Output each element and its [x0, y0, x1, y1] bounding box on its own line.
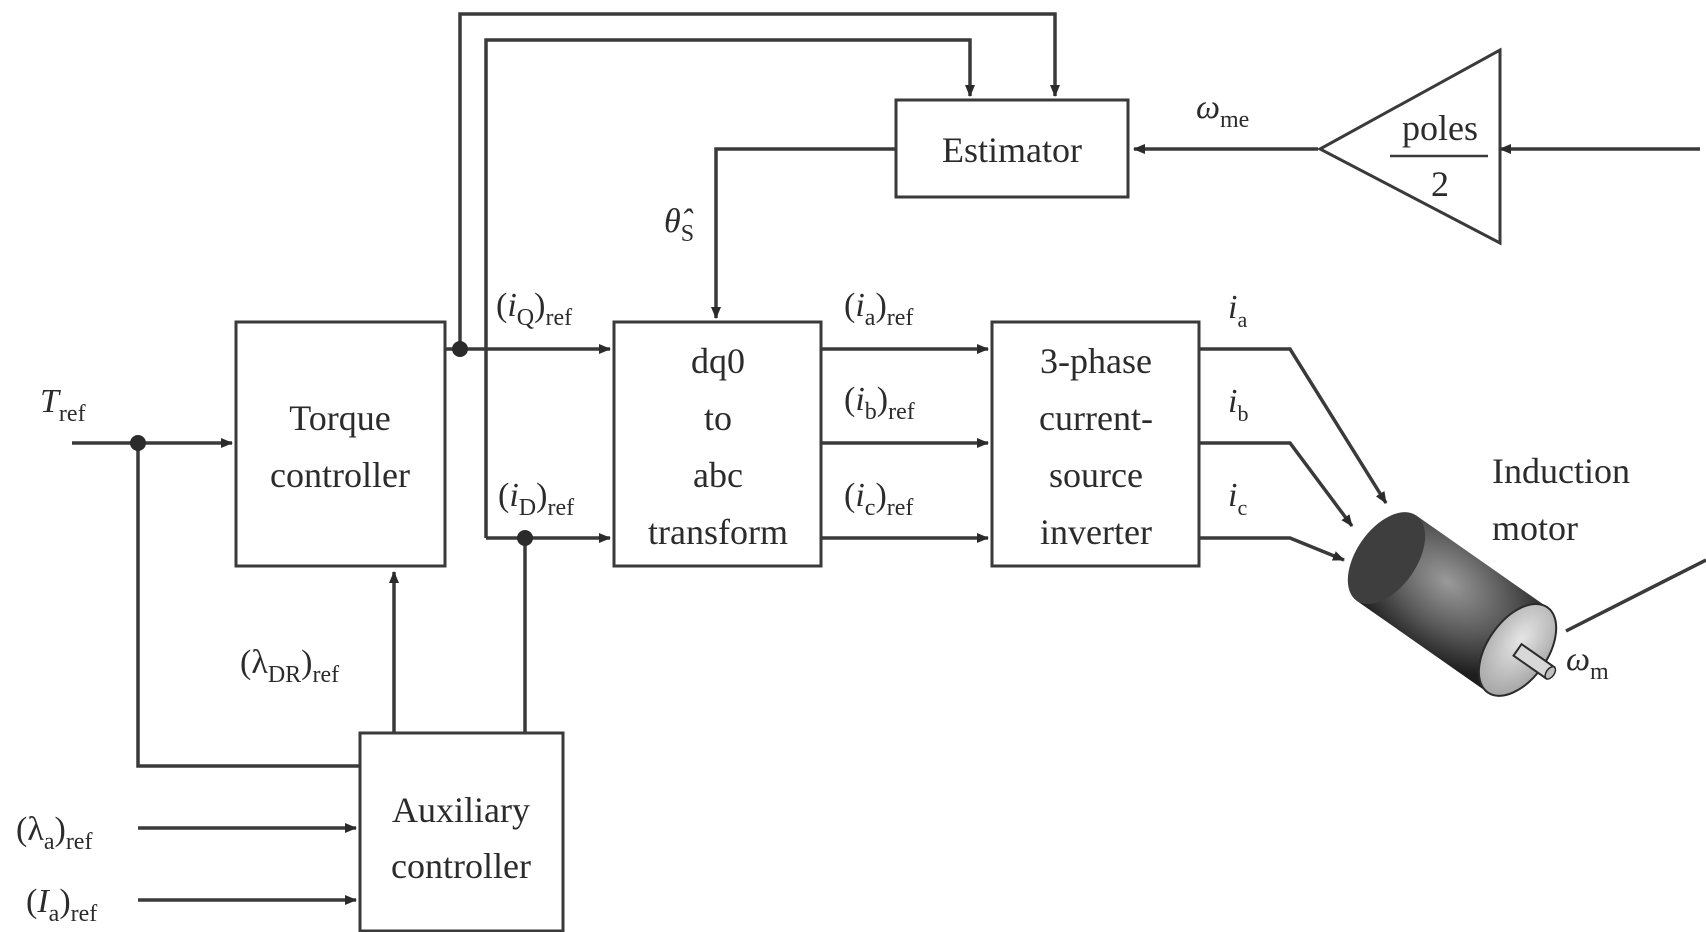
transform-label-3: abc	[693, 455, 743, 495]
ib-output-wire	[1200, 441, 1354, 528]
ia-cap-ref-label: (Ia)ref	[26, 883, 97, 927]
ia-ref-sub1: a	[865, 305, 876, 331]
estimator-box	[894, 98, 1130, 199]
auxiliary-controller-block: Auxiliary controller	[358, 731, 565, 932]
gain-triangle	[1316, 47, 1502, 246]
id-ref-label: (iD)ref	[498, 477, 574, 521]
induction-motor: Induction motor	[1347, 451, 1630, 697]
theta-s-sub: S	[681, 221, 694, 247]
id-sym: i	[509, 477, 518, 514]
gain-numerator: poles	[1402, 108, 1478, 148]
theta-s-wire	[711, 147, 896, 319]
iq-sub1: Q	[517, 305, 534, 331]
ic-out-base: i	[1228, 477, 1237, 514]
ia-out-sub: a	[1237, 307, 1247, 332]
ic-output-wire	[1200, 536, 1345, 562]
omega-m-feedback-diag-wire	[1565, 558, 1706, 633]
torque-controller-box	[234, 320, 447, 568]
auxiliary-controller-box	[358, 731, 565, 932]
iq-to-estimator-wire	[458, 12, 1060, 349]
tref-base: T	[40, 383, 61, 420]
omega-me-label: ωme	[1196, 89, 1249, 133]
torque-controller-block: Torque controller	[234, 320, 447, 568]
ib-out-sub: b	[1237, 401, 1248, 426]
transform-label-2: to	[704, 398, 732, 438]
auxiliary-controller-label-1: Auxiliary	[392, 790, 530, 830]
omega-m-label: ωm	[1566, 641, 1609, 685]
ic-ref-sub2: ref	[887, 495, 914, 521]
inverter-block: 3-phase current- source inverter	[990, 320, 1201, 568]
transform-block: dq0 to abc transform	[612, 320, 823, 568]
transform-label-4: transform	[648, 512, 788, 552]
ia-cap-sub2: ref	[71, 901, 98, 927]
ib-ref-label: (ib)ref	[844, 381, 915, 425]
id-junction-dot	[517, 530, 533, 546]
gain-block: poles 2	[1316, 47, 1502, 246]
ia-ref-sub2: ref	[887, 305, 914, 331]
ic-output-label: ic	[1228, 477, 1247, 520]
iq-sym: i	[507, 287, 516, 324]
ic-ref-label: (ic)ref	[844, 477, 913, 521]
iq-ref-label: (iQ)ref	[496, 287, 572, 331]
id-sub2: ref	[547, 495, 574, 521]
lambda-dr-sym: λ	[251, 644, 268, 681]
omega-me-base: ω	[1196, 89, 1220, 126]
motor-label-1: Induction	[1492, 451, 1630, 491]
ic-ref-sub1: c	[865, 495, 876, 521]
transform-label-1: dq0	[691, 341, 745, 381]
signal-wires	[72, 12, 1706, 905]
estimator-label: Estimator	[942, 130, 1082, 170]
omega-m-sub: m	[1590, 659, 1609, 685]
lambda-a-sym: λ	[27, 811, 44, 848]
inverter-label-1: 3-phase	[1040, 341, 1152, 381]
torque-controller-label-2: controller	[270, 455, 410, 495]
lambda-dr-sub1: DR	[268, 662, 301, 688]
ia-cap-sub1: a	[49, 901, 60, 927]
ia-ref-sym: i	[855, 287, 864, 324]
auxiliary-controller-label-2: controller	[391, 846, 531, 886]
omega-m-base: ω	[1566, 641, 1590, 678]
ic-ref-sym: i	[855, 477, 864, 514]
inverter-label-3: source	[1049, 455, 1143, 495]
tref-junction-dot	[130, 435, 146, 451]
ia-out-base: i	[1228, 289, 1237, 326]
lambda-a-sub1: a	[44, 829, 55, 855]
ia-ref-label: (ia)ref	[844, 287, 913, 331]
ia-output-wire	[1200, 347, 1388, 504]
estimator-block: Estimator	[894, 98, 1130, 199]
id-sub1: D	[519, 495, 536, 521]
inverter-box	[990, 320, 1201, 568]
ib-ref-sub1: b	[865, 399, 877, 425]
iq-sub2: ref	[545, 305, 572, 331]
ib-ref-sub2: ref	[888, 399, 915, 425]
ia-cap-sym: I	[36, 883, 50, 920]
id-to-estimator-wire	[484, 38, 975, 538]
tref-label: Tref	[40, 383, 86, 427]
lambda-a-sub2: ref	[66, 829, 93, 855]
ia-output-label: ia	[1228, 289, 1247, 332]
tref-sub: ref	[59, 401, 86, 427]
transform-box	[612, 320, 823, 568]
theta-s-label: θ̂S	[664, 203, 694, 247]
inverter-label-2: current-	[1039, 398, 1153, 438]
lambda-dr-ref-label: (λDR)ref	[240, 644, 339, 688]
gain-denominator: 2	[1431, 164, 1449, 204]
iq-junction-dot	[452, 341, 468, 357]
inverter-label-4: inverter	[1040, 512, 1152, 552]
ib-ref-sym: i	[855, 381, 864, 418]
torque-controller-label-1: Torque	[289, 398, 390, 438]
lambda-dr-sub2: ref	[313, 662, 340, 688]
tref-branch-wire	[136, 443, 360, 768]
lambda-a-ref-label: (λa)ref	[16, 811, 92, 855]
motor-back-cap	[1347, 512, 1426, 605]
ib-output-label: ib	[1228, 383, 1248, 426]
ic-out-sub: c	[1237, 495, 1247, 520]
omega-me-sub: me	[1220, 107, 1249, 133]
motor-label-2: motor	[1492, 508, 1578, 548]
motor-shaft-end	[1544, 665, 1557, 680]
ib-out-base: i	[1228, 383, 1237, 420]
